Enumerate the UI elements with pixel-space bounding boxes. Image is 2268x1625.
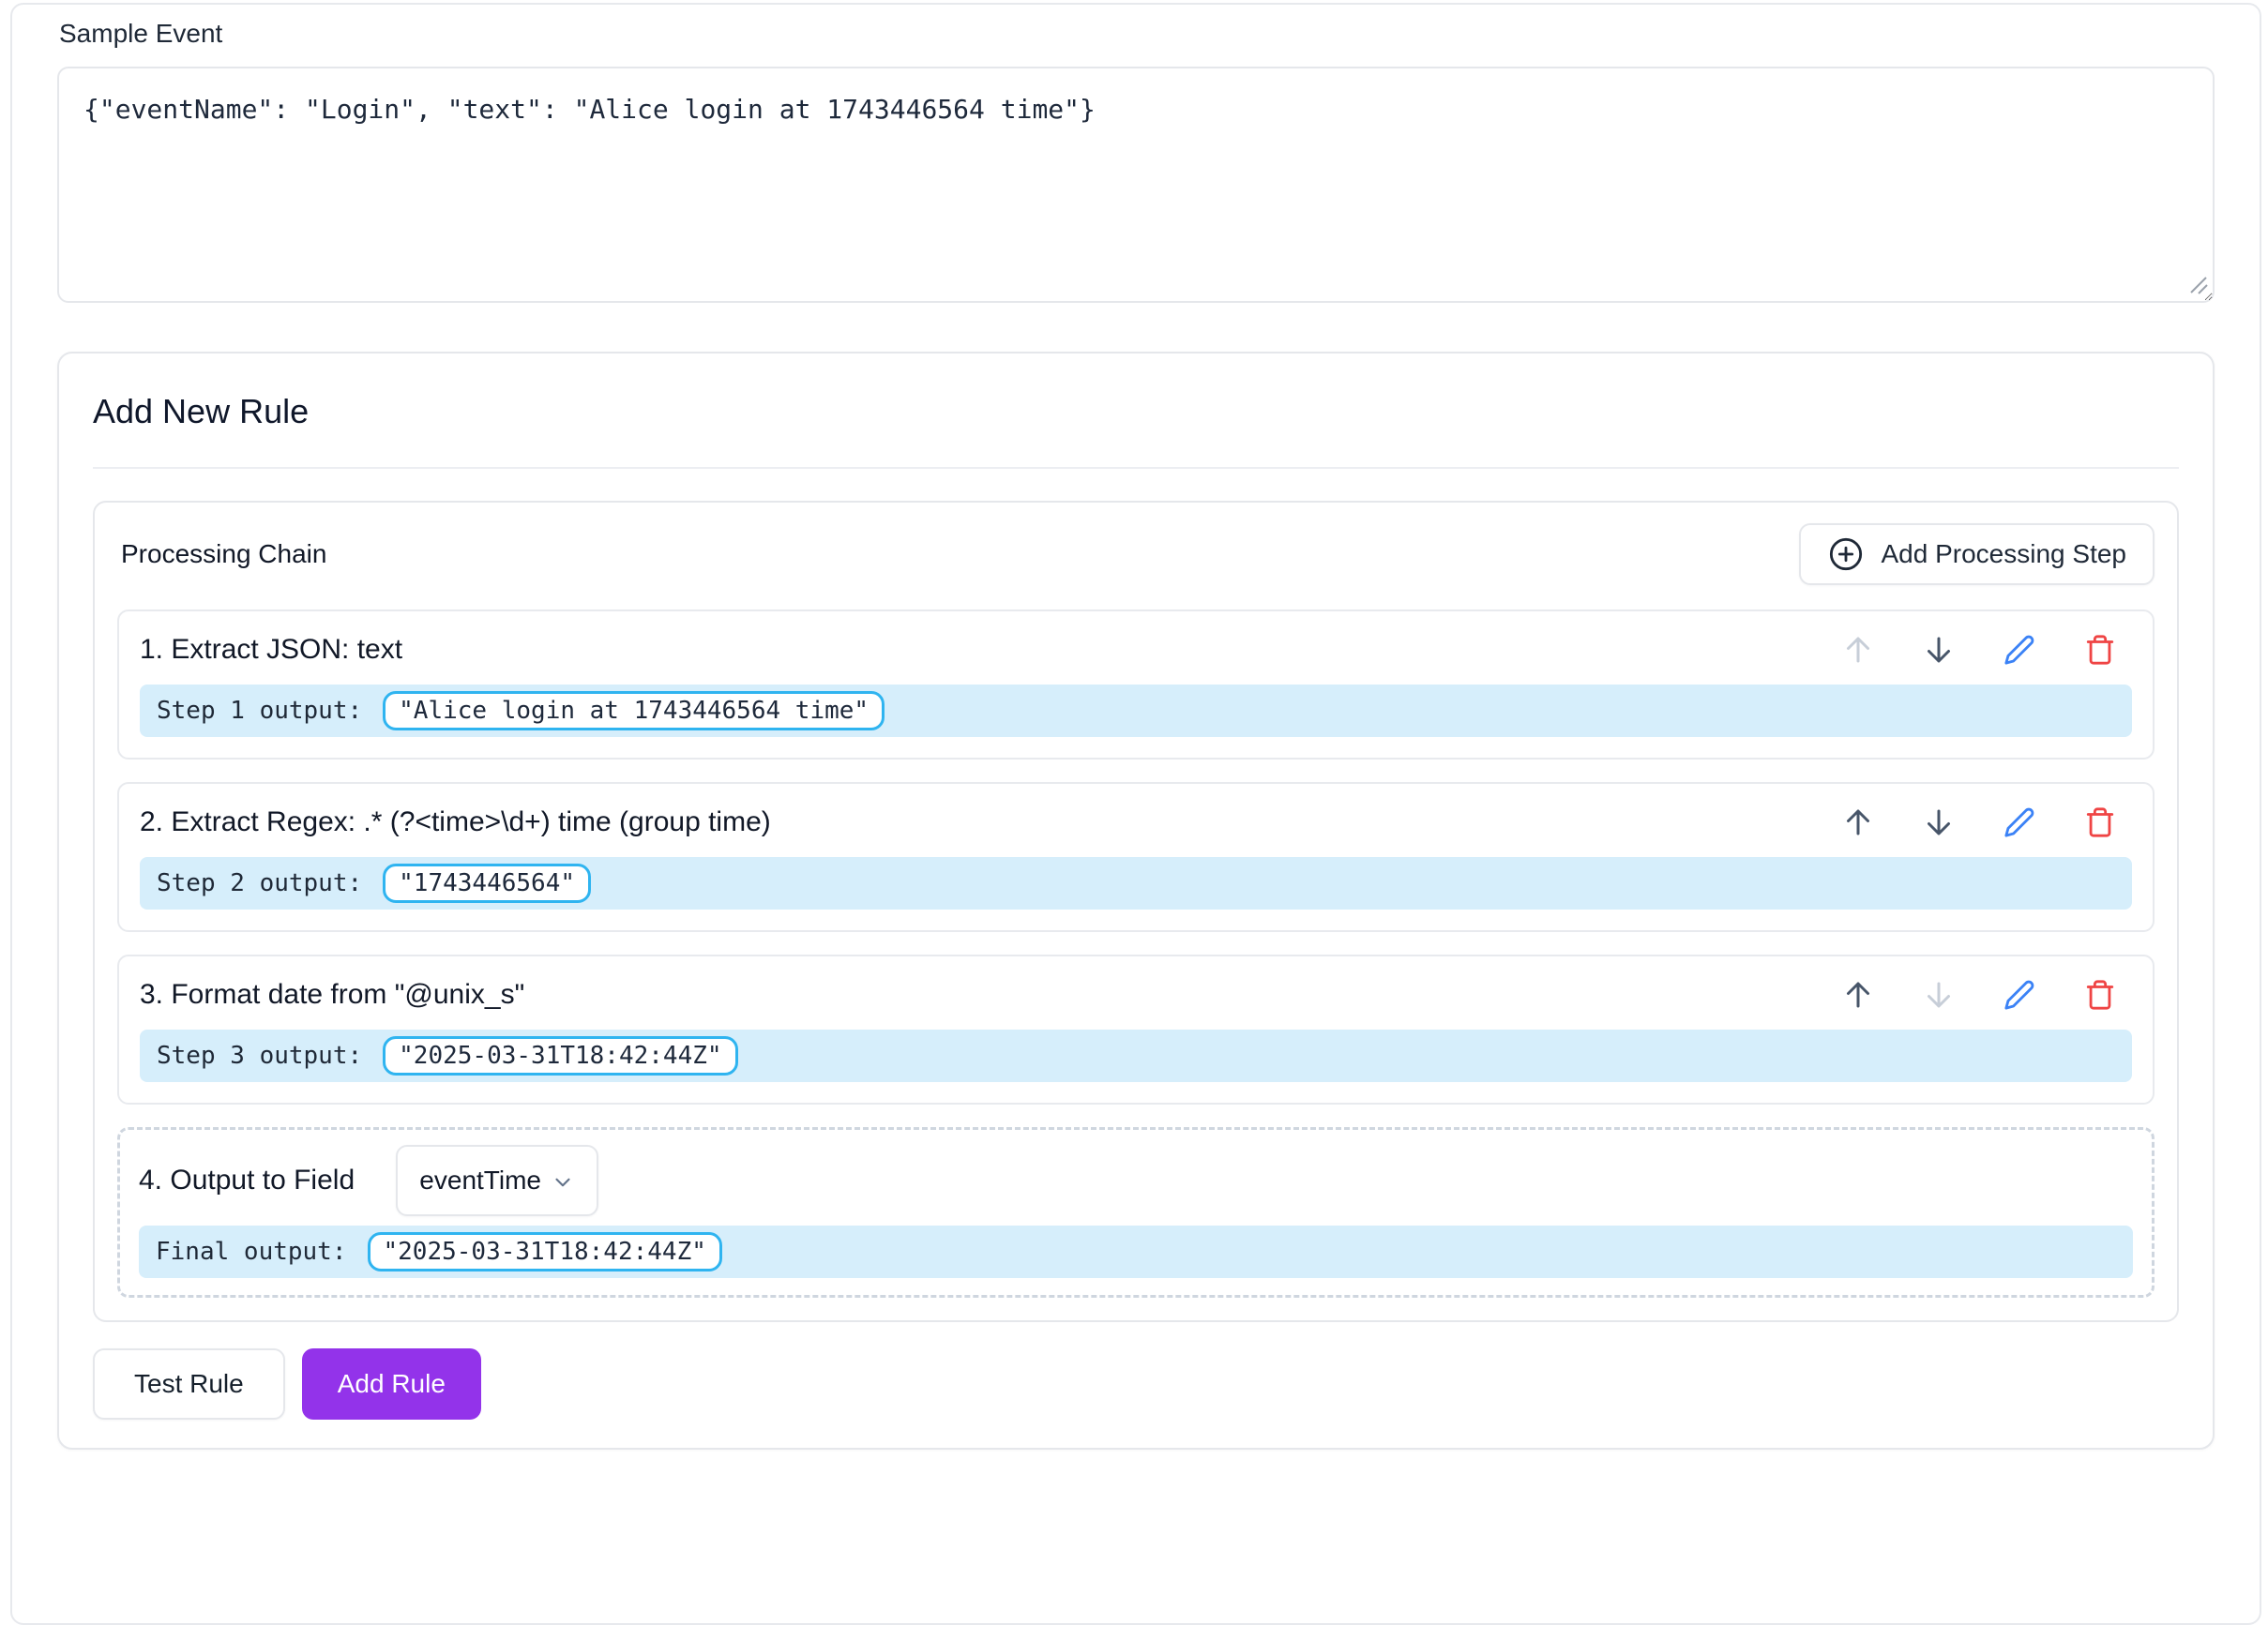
processing-chain-header: Processing Chain Add Processing Step bbox=[117, 523, 2155, 585]
arrow-down-icon bbox=[1922, 633, 1956, 667]
sample-event-label: Sample Event bbox=[59, 19, 223, 48]
edit-step-button[interactable] bbox=[2001, 804, 2038, 841]
output-step-title: 4. Output to Field bbox=[139, 1165, 355, 1196]
edit-step-button[interactable] bbox=[2001, 976, 2038, 1014]
output-step-header: 4. Output to Field eventTime bbox=[139, 1145, 2133, 1216]
step-3-output-label: Step 3 output: bbox=[157, 1042, 363, 1070]
move-down-button bbox=[1920, 976, 1958, 1014]
step-3-actions bbox=[1839, 976, 2132, 1014]
add-processing-step-button[interactable]: Add Processing Step bbox=[1798, 523, 2155, 585]
edit-step-button[interactable] bbox=[2001, 631, 2038, 669]
move-up-button[interactable] bbox=[1839, 804, 1877, 841]
rule-actions-row: Test Rule Add Rule bbox=[93, 1348, 2179, 1420]
page-container: Sample Event {"eventName": "Login", "tex… bbox=[10, 3, 2261, 1625]
rule-card-title: Add New Rule bbox=[93, 392, 310, 430]
step-2-output-value: "1743446564" bbox=[383, 864, 591, 903]
add-processing-step-label: Add Processing Step bbox=[1881, 539, 2127, 568]
step-card-2: 2. Extract Regex: .* (?<time>\d+) time (… bbox=[117, 782, 2155, 932]
output-step-card: 4. Output to Field eventTime Final outpu… bbox=[117, 1127, 2155, 1298]
step-1-actions bbox=[1839, 631, 2132, 669]
delete-step-button[interactable] bbox=[2081, 804, 2119, 841]
divider bbox=[93, 467, 2179, 469]
move-up-button bbox=[1839, 631, 1877, 669]
test-rule-button[interactable]: Test Rule bbox=[93, 1348, 285, 1420]
step-2-output-label: Step 2 output: bbox=[157, 869, 363, 897]
output-field-select[interactable]: eventTime bbox=[396, 1145, 599, 1216]
arrow-up-icon bbox=[1841, 633, 1875, 667]
step-2-title: 2. Extract Regex: .* (?<time>\d+) time (… bbox=[140, 806, 771, 837]
arrow-up-icon bbox=[1841, 978, 1875, 1012]
arrow-down-icon bbox=[1922, 978, 1956, 1012]
processing-chain-title: Processing Chain bbox=[121, 539, 327, 568]
final-output-bar: Final output: "2025-03-31T18:42:44Z" bbox=[139, 1226, 2133, 1278]
sample-event-field-wrap: {"eventName": "Login", "text": "Alice lo… bbox=[57, 67, 2215, 303]
delete-step-button[interactable] bbox=[2081, 631, 2119, 669]
delete-step-button[interactable] bbox=[2081, 976, 2119, 1014]
pencil-icon bbox=[2003, 979, 2035, 1011]
step-1-output-label: Step 1 output: bbox=[157, 697, 363, 725]
sample-event-input[interactable]: {"eventName": "Login", "text": "Alice lo… bbox=[57, 67, 2215, 303]
final-output-label: Final output: bbox=[156, 1238, 347, 1266]
add-rule-button[interactable]: Add Rule bbox=[301, 1348, 481, 1420]
chevron-down-icon bbox=[551, 1170, 575, 1195]
move-down-button[interactable] bbox=[1920, 804, 1958, 841]
pencil-icon bbox=[2003, 634, 2035, 666]
arrow-up-icon bbox=[1841, 805, 1875, 839]
trash-icon bbox=[2084, 979, 2116, 1011]
step-card-3: 3. Format date from "@unix_s" bbox=[117, 955, 2155, 1105]
trash-icon bbox=[2084, 806, 2116, 838]
processing-chain-panel: Processing Chain Add Processing Step 1. … bbox=[93, 501, 2179, 1322]
step-2-actions bbox=[1839, 804, 2132, 841]
step-1-title: 1. Extract JSON: text bbox=[140, 634, 403, 665]
output-field-selected-value: eventTime bbox=[419, 1166, 541, 1195]
step-3-title: 3. Format date from "@unix_s" bbox=[140, 979, 525, 1010]
step-3-header: 3. Format date from "@unix_s" bbox=[140, 975, 2132, 1015]
move-up-button[interactable] bbox=[1839, 976, 1877, 1014]
pencil-icon bbox=[2003, 806, 2035, 838]
step-1-output-bar: Step 1 output: "Alice login at 174344656… bbox=[140, 685, 2132, 737]
plus-circle-icon bbox=[1827, 535, 1865, 573]
arrow-down-icon bbox=[1922, 805, 1956, 839]
step-2-header: 2. Extract Regex: .* (?<time>\d+) time (… bbox=[140, 803, 2132, 842]
step-2-output-bar: Step 2 output: "1743446564" bbox=[140, 857, 2132, 910]
step-1-output-value: "Alice login at 1743446564 time" bbox=[383, 691, 885, 730]
trash-icon bbox=[2084, 634, 2116, 666]
step-1-header: 1. Extract JSON: text bbox=[140, 630, 2132, 670]
add-new-rule-card: Add New Rule Processing Chain Add Proces… bbox=[57, 352, 2215, 1450]
step-card-1: 1. Extract JSON: text bbox=[117, 609, 2155, 760]
final-output-value: "2025-03-31T18:42:44Z" bbox=[367, 1232, 722, 1271]
move-down-button[interactable] bbox=[1920, 631, 1958, 669]
step-3-output-bar: Step 3 output: "2025-03-31T18:42:44Z" bbox=[140, 1030, 2132, 1082]
step-3-output-value: "2025-03-31T18:42:44Z" bbox=[383, 1036, 738, 1076]
